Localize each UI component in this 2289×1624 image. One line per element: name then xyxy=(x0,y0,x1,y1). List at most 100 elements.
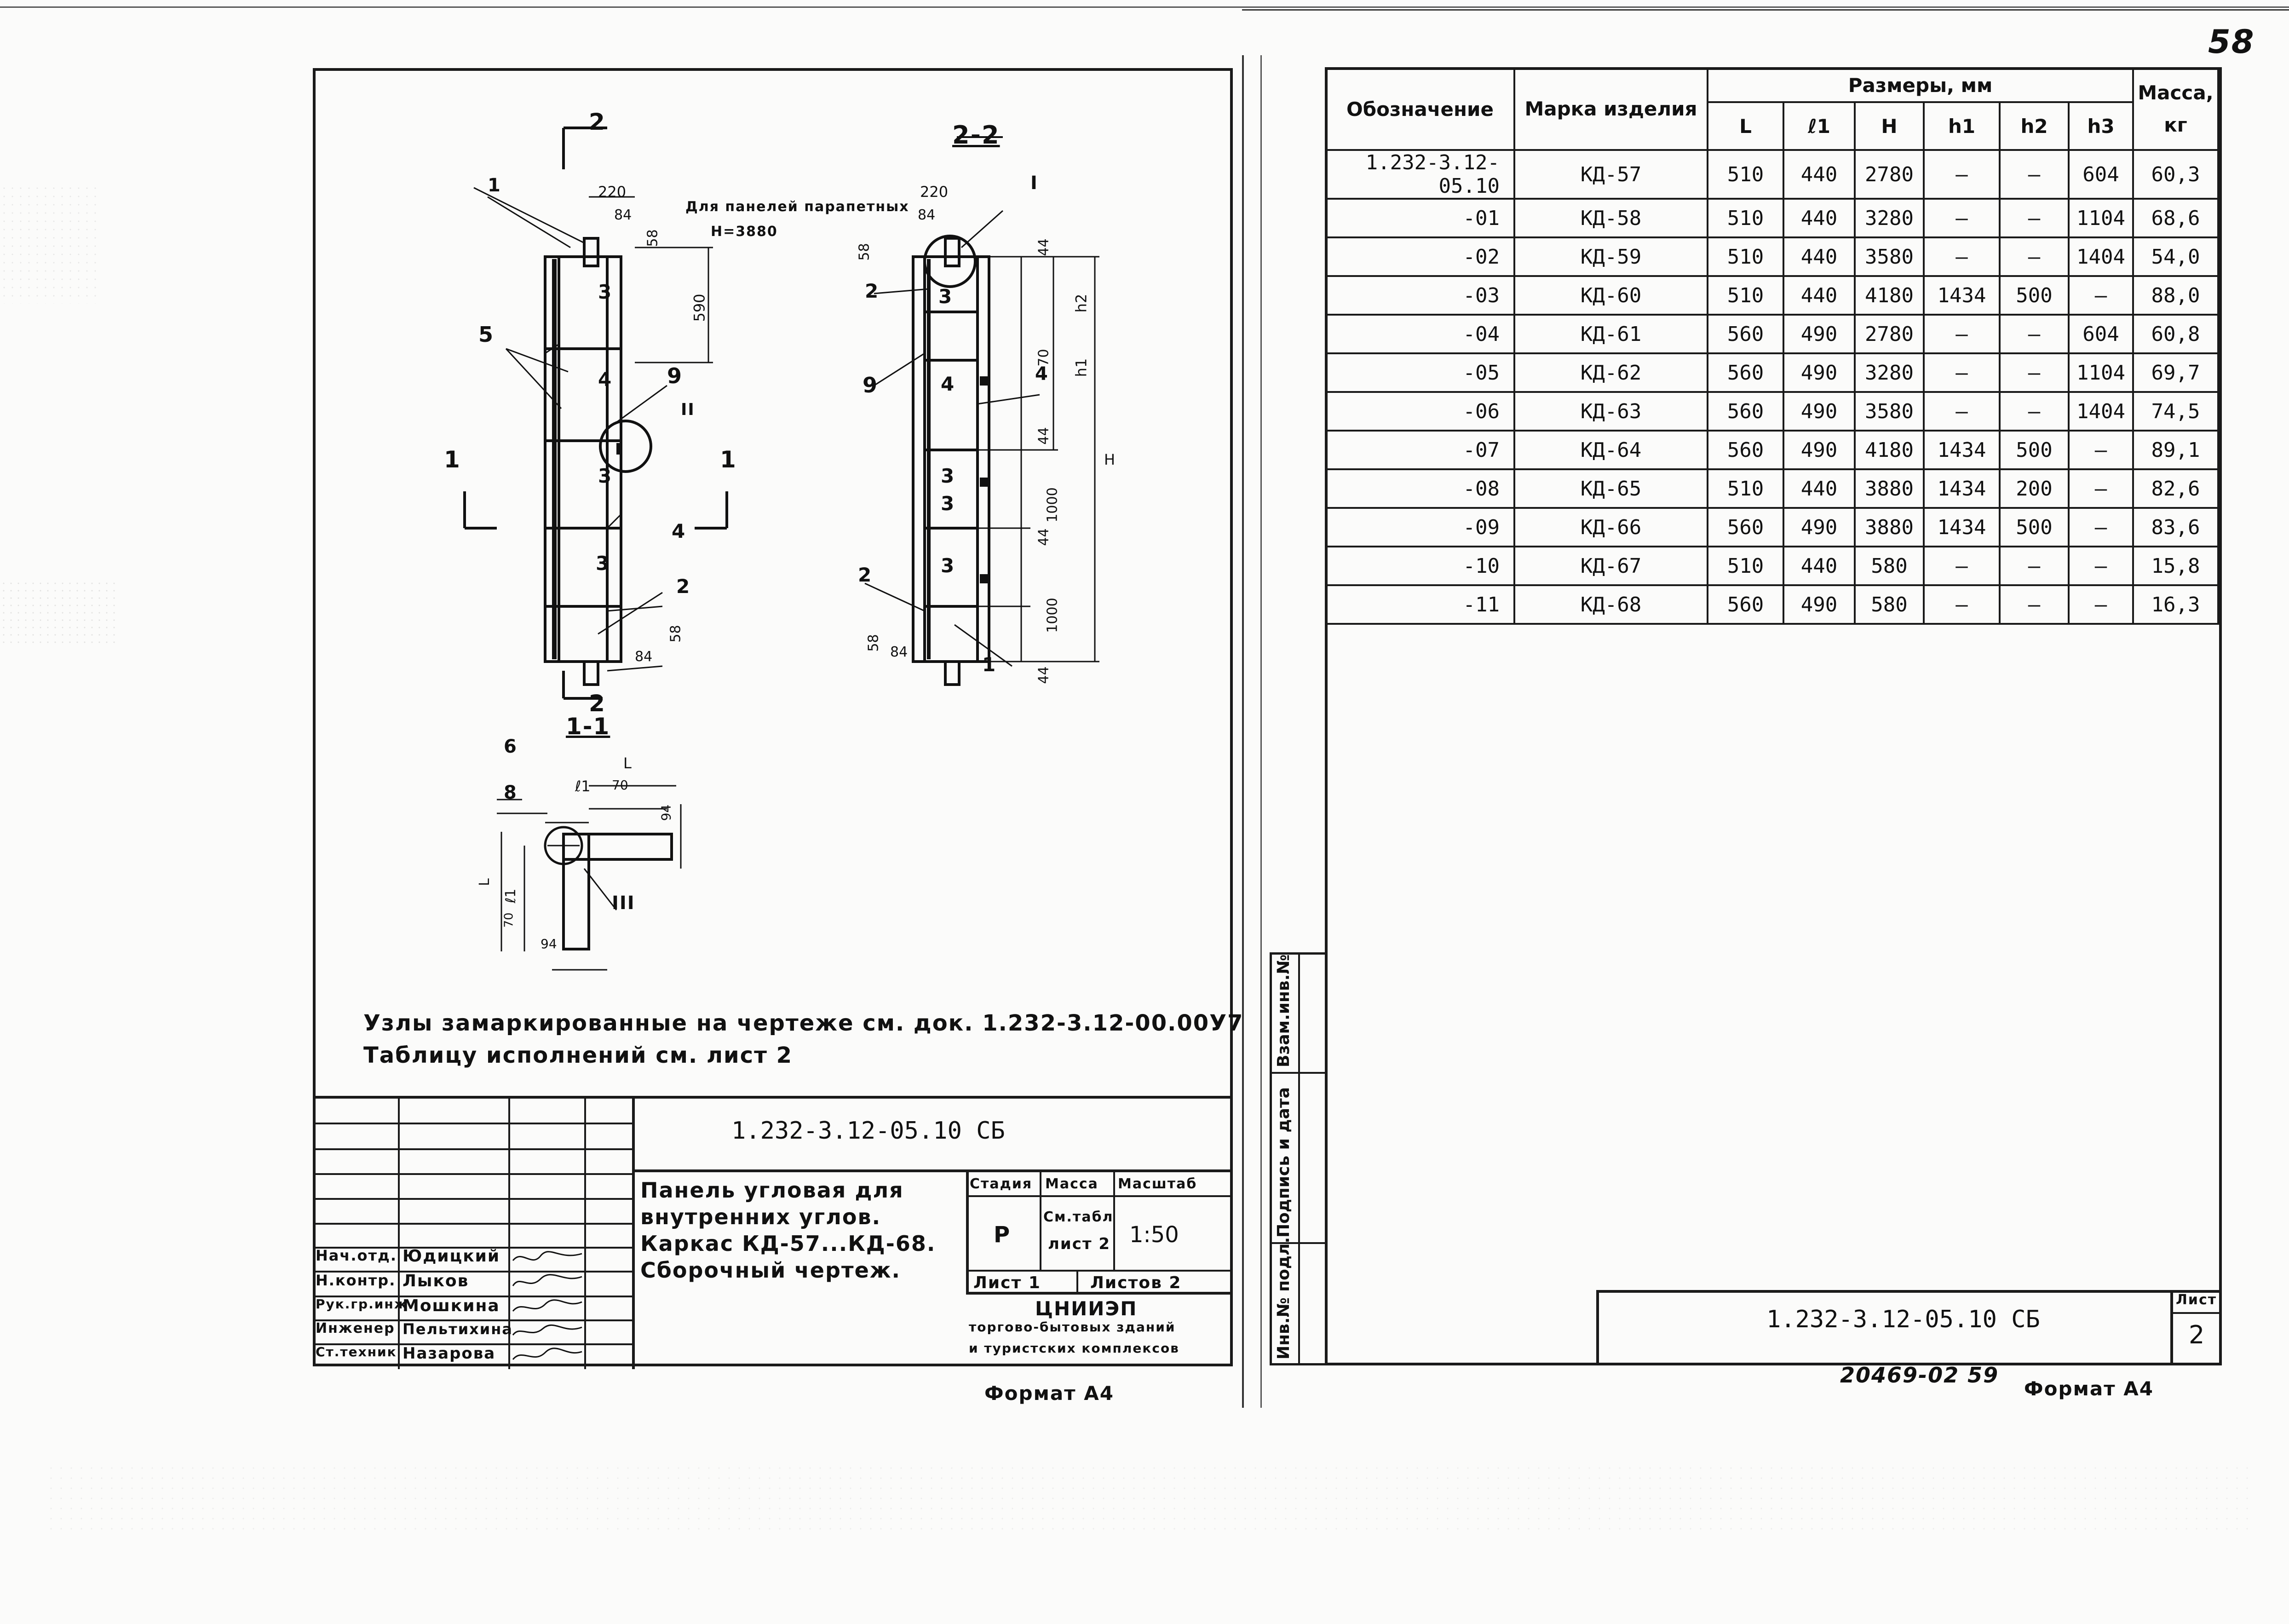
callout: 1 xyxy=(488,175,501,196)
cell: 560 xyxy=(1707,507,1784,547)
callout: 2 xyxy=(865,280,880,302)
cell: — xyxy=(1999,352,2070,393)
cell: 1434 xyxy=(1923,507,2001,547)
cell: 440 xyxy=(1783,546,1856,586)
grid-row xyxy=(313,1319,635,1321)
cell: 510 xyxy=(1707,236,1784,277)
cell: 3280 xyxy=(1854,198,1925,238)
role: Ст.техник xyxy=(316,1344,397,1359)
cell: -03 xyxy=(1325,275,1515,316)
cell: — xyxy=(2067,507,2134,547)
cell: 69,7 xyxy=(2132,352,2220,393)
callout: 5 xyxy=(478,322,495,347)
title-line: Каркас КД-57...КД-68. xyxy=(640,1231,936,1256)
mass-label: Масса xyxy=(1045,1176,1098,1192)
grid-row xyxy=(313,1198,635,1200)
margin-col-line xyxy=(1325,607,1328,1365)
right-sheet-label: Лист xyxy=(2176,1292,2217,1308)
callout: III xyxy=(612,893,635,914)
stage-grid xyxy=(966,1170,1233,1295)
note-parapet: Для панелей парапетных xyxy=(685,199,909,215)
cell: 490 xyxy=(1783,314,1856,354)
grid-row xyxy=(313,1148,635,1150)
callout: 3 xyxy=(941,492,955,515)
scan-noise xyxy=(46,1463,2254,1537)
cell: 2780 xyxy=(1854,149,1925,200)
cell: — xyxy=(1923,236,2001,277)
dim-label: 1000 xyxy=(1044,598,1061,633)
cell: 560 xyxy=(1707,314,1784,354)
cell: 510 xyxy=(1707,275,1784,316)
table-row: -05 КД-62 560 490 3280 — — 1104 69,7 xyxy=(1325,352,2220,393)
cell: 560 xyxy=(1707,430,1784,470)
cell: КД-58 xyxy=(1513,198,1708,238)
cell: 54,0 xyxy=(2132,236,2220,277)
cell: 3880 xyxy=(1854,468,1925,509)
right-title-row xyxy=(2170,1312,2222,1314)
cell: 16,3 xyxy=(2132,584,2220,625)
cell: 490 xyxy=(1783,391,1856,432)
title-line: Сборочный чертеж. xyxy=(640,1258,901,1283)
org-line-1: ЦНИИЭП xyxy=(1035,1297,1138,1320)
section-1-left-label: 1 xyxy=(444,446,461,473)
callout: II xyxy=(681,400,695,419)
dim-label: 84 xyxy=(614,207,632,223)
cell: 510 xyxy=(1707,546,1784,586)
dim-label: 94 xyxy=(658,804,674,821)
cell: 83,6 xyxy=(2132,507,2220,547)
cell: КД-63 xyxy=(1513,391,1708,432)
cell: — xyxy=(1923,149,2001,200)
title-line: Панель угловая для xyxy=(640,1178,904,1203)
table-row: -07 КД-64 560 490 4180 1434 500 — 89,1 xyxy=(1325,430,2220,470)
table-row: -01 КД-58 510 440 3280 — — 1104 68,6 xyxy=(1325,198,2220,238)
cell: — xyxy=(2067,546,2134,586)
cell: 3880 xyxy=(1854,507,1925,547)
cell: 89,1 xyxy=(2132,430,2220,470)
side-stamp-label: Взам.инв.№ xyxy=(1274,954,1293,1067)
cell: 1434 xyxy=(1923,275,2001,316)
grid-col xyxy=(398,1099,400,1369)
cell: 510 xyxy=(1707,468,1784,509)
dim-label: ℓ1 xyxy=(503,888,519,904)
right-sheet-number: 2 xyxy=(2189,1320,2205,1349)
cell: 3580 xyxy=(1854,236,1925,277)
callout: 3 xyxy=(598,465,613,487)
scale-value: 1:50 xyxy=(1129,1222,1179,1248)
top-edge-line-2 xyxy=(1242,9,2289,11)
cell: -01 xyxy=(1325,198,1515,238)
cell: — xyxy=(1923,584,2001,625)
cell: КД-60 xyxy=(1513,275,1708,316)
view-1-1-label: 1-1 xyxy=(566,713,610,740)
grid-col xyxy=(1076,1270,1078,1295)
callout: 9 xyxy=(667,363,683,388)
header-designation: Обозначение xyxy=(1325,67,1515,151)
callout: 3 xyxy=(596,552,610,575)
cell: 60,3 xyxy=(2132,149,2220,200)
left-sheet-frame xyxy=(313,68,1233,1366)
table-row: -09 КД-66 560 490 3880 1434 500 — 83,6 xyxy=(1325,507,2220,547)
cell: 88,0 xyxy=(2132,275,2220,316)
cell: КД-59 xyxy=(1513,236,1708,277)
grid-row xyxy=(313,1343,635,1345)
cell: КД-66 xyxy=(1513,507,1708,547)
cell: — xyxy=(1999,584,2070,625)
cell: 510 xyxy=(1707,198,1784,238)
dim-label: Н xyxy=(1104,451,1116,468)
scan-noise xyxy=(0,580,120,644)
section-1-right-label: 1 xyxy=(720,446,737,473)
cell: -02 xyxy=(1325,236,1515,277)
dim-label: 44 xyxy=(1035,238,1052,256)
stage-label: Стадия xyxy=(970,1176,1033,1192)
grid-row xyxy=(966,1270,1233,1272)
note-line-2: Таблицу исполнений см. лист 2 xyxy=(363,1042,793,1068)
dim-label: 70 xyxy=(612,777,628,793)
table-row: -10 КД-67 510 440 580 — — — 15,8 xyxy=(1325,546,2220,586)
cell: 440 xyxy=(1783,198,1856,238)
grid-row xyxy=(313,1173,635,1175)
spec-table: Обозначение Марка изделия Размеры, мм Ма… xyxy=(1325,67,2220,625)
dim-label: L xyxy=(623,754,632,772)
dim-label: 44 xyxy=(1035,528,1052,546)
cell: — xyxy=(1999,198,2070,238)
cell: 1104 xyxy=(2067,198,2134,238)
dim-label: 590 xyxy=(690,294,708,322)
